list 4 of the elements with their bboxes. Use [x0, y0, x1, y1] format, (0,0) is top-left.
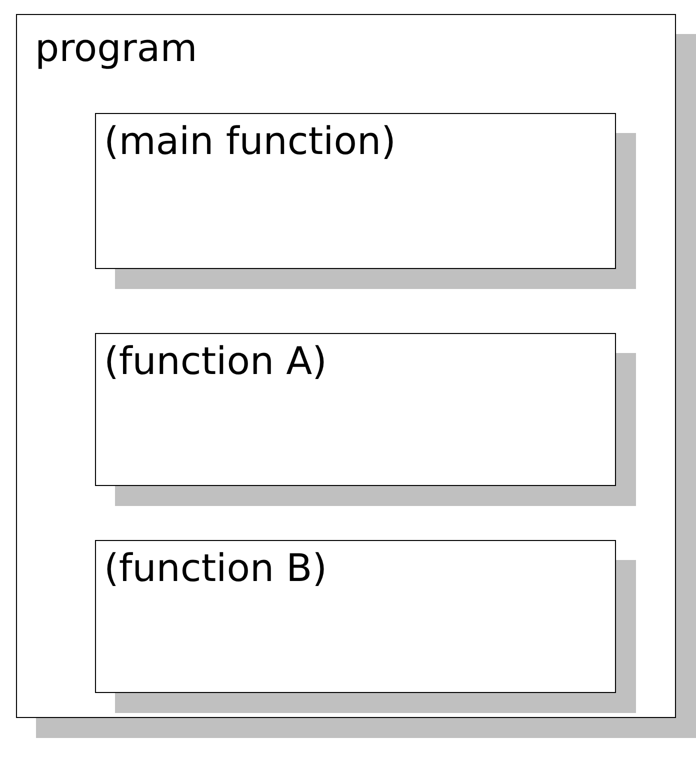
function-label: (main function)	[104, 118, 396, 164]
function-label: (function A)	[104, 338, 327, 384]
function-label: (function B)	[104, 545, 328, 591]
container-title: program	[35, 25, 198, 71]
